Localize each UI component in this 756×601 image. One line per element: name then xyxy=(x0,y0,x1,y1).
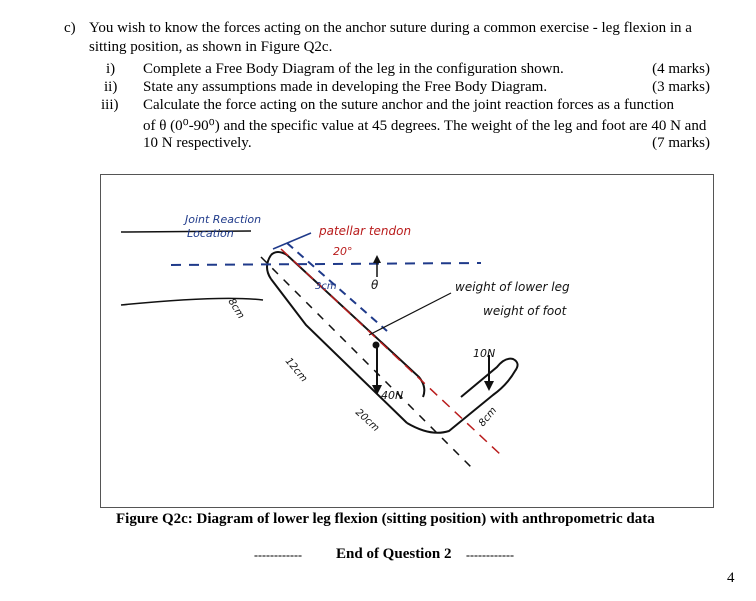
centre-of-mass-point xyxy=(372,341,380,349)
theta-arrowhead xyxy=(373,255,381,263)
thigh-bottom-line xyxy=(120,297,264,306)
patellar-tendon-label: patellar tendon xyxy=(318,224,411,238)
horizontal-reference-line xyxy=(170,262,482,266)
lower-leg-front-outline xyxy=(270,251,426,398)
end-of-question-text: End of Question 2 xyxy=(336,546,452,562)
force-10n-label: 10N xyxy=(473,347,495,360)
theta-label: θ xyxy=(371,278,379,292)
item-3-text-line2: of θ (0⁰-90⁰) and the specific value at … xyxy=(143,118,707,134)
item-3-text: Calculate the force acting on the suture… xyxy=(143,97,675,113)
dist-8cm-a-label: 8cm xyxy=(225,297,246,321)
joint-reaction-label-1: Joint Reaction xyxy=(183,213,261,226)
item-2-marks: (3 marks) xyxy=(652,79,710,95)
figure-q2c: Joint Reaction Location patellar tendon … xyxy=(100,174,714,508)
force-40n-label: 40N xyxy=(381,389,403,402)
item-1-num: i) xyxy=(106,61,116,77)
joint-reaction-label-2: Location xyxy=(187,227,234,240)
leg-flexion-diagram: Joint Reaction Location patellar tendon … xyxy=(120,213,570,468)
weight-lower-leg-label: weight of lower leg xyxy=(455,280,570,294)
dist-20cm-label: 20cm xyxy=(353,407,381,434)
weight-foot-label: weight of foot xyxy=(483,304,568,318)
item-2-num: ii) xyxy=(104,79,118,95)
question-label: c) xyxy=(64,20,76,36)
leg-axis-line xyxy=(260,256,472,468)
dist-8cm-b-label: 8cm xyxy=(477,405,499,429)
force-10n-arrowhead xyxy=(484,381,494,391)
question-text-line1: You wish to know the forces acting on th… xyxy=(89,20,692,36)
foot-outline xyxy=(406,357,519,434)
item-1-text: Complete a Free Body Diagram of the leg … xyxy=(143,61,564,77)
question-text-line2: sitting position, as shown in Figure Q2c… xyxy=(89,39,333,55)
lower-leg-back-outline xyxy=(270,278,408,424)
dist-3cm-label: 3cm xyxy=(315,281,337,292)
knee-outline xyxy=(266,254,272,280)
end-dashes-left: ------------ xyxy=(254,548,302,562)
figure-caption: Figure Q2c: Diagram of lower leg flexion… xyxy=(116,511,655,527)
end-dashes-right: ------------ xyxy=(466,548,514,562)
item-3-num: iii) xyxy=(101,97,119,113)
joint-reaction-pointer xyxy=(272,232,312,250)
angle-20-label: 20° xyxy=(333,245,353,258)
force-40n-arrowhead xyxy=(372,385,382,395)
weight-pointer-line xyxy=(368,292,452,336)
dist-12cm-label: 12cm xyxy=(283,356,310,385)
thigh-top-line xyxy=(120,230,252,233)
item-1-marks: (4 marks) xyxy=(652,61,710,77)
item-3-text-line3: 10 N respectively. xyxy=(143,135,252,151)
page-number: 4 xyxy=(727,570,735,586)
item-2-text: State any assumptions made in developing… xyxy=(143,79,548,95)
item-3-marks: (7 marks) xyxy=(652,135,710,151)
